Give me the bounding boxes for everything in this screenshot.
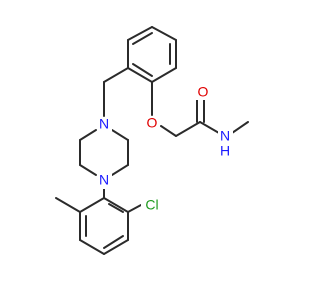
atom-h-amide: H — [220, 143, 230, 159]
bond — [111, 129, 129, 141]
bond — [103, 239, 129, 255]
label-bg — [218, 128, 233, 144]
bond — [199, 121, 220, 134]
bond-double — [108, 203, 124, 213]
bond — [79, 129, 97, 141]
label-bg — [141, 198, 163, 214]
bond — [175, 121, 201, 137]
bond — [127, 26, 153, 41]
bond-double — [132, 63, 153, 77]
bond — [103, 197, 129, 213]
bond-double — [103, 235, 124, 249]
bond — [127, 204, 142, 213]
bond — [127, 67, 153, 83]
bond — [55, 197, 81, 213]
atom-labels: O O N H N N Cl — [97, 84, 233, 214]
bond — [151, 67, 177, 83]
label-bg — [218, 144, 233, 160]
atom-n-piperazine-bottom: N — [99, 172, 109, 188]
bond — [160, 125, 177, 137]
label-bg — [97, 117, 112, 133]
bond — [151, 26, 177, 41]
bond-double — [132, 32, 153, 45]
label-bg — [145, 116, 159, 132]
molecule-structure: O O N H N N Cl — [55, 26, 249, 255]
bond — [103, 67, 129, 83]
atom-n-piperazine-top: N — [99, 116, 109, 132]
bond — [111, 164, 129, 176]
atom-n-amide: N — [220, 128, 230, 144]
bond — [79, 239, 105, 255]
bond — [79, 164, 97, 176]
label-bg — [196, 84, 210, 100]
atom-o-carbonyl: O — [198, 84, 209, 100]
atom-o-ether: O — [147, 115, 158, 131]
atom-cl: Cl — [145, 197, 158, 213]
bonds — [55, 26, 249, 255]
bond — [231, 121, 249, 134]
label-bg — [97, 173, 112, 189]
bond — [79, 197, 105, 213]
